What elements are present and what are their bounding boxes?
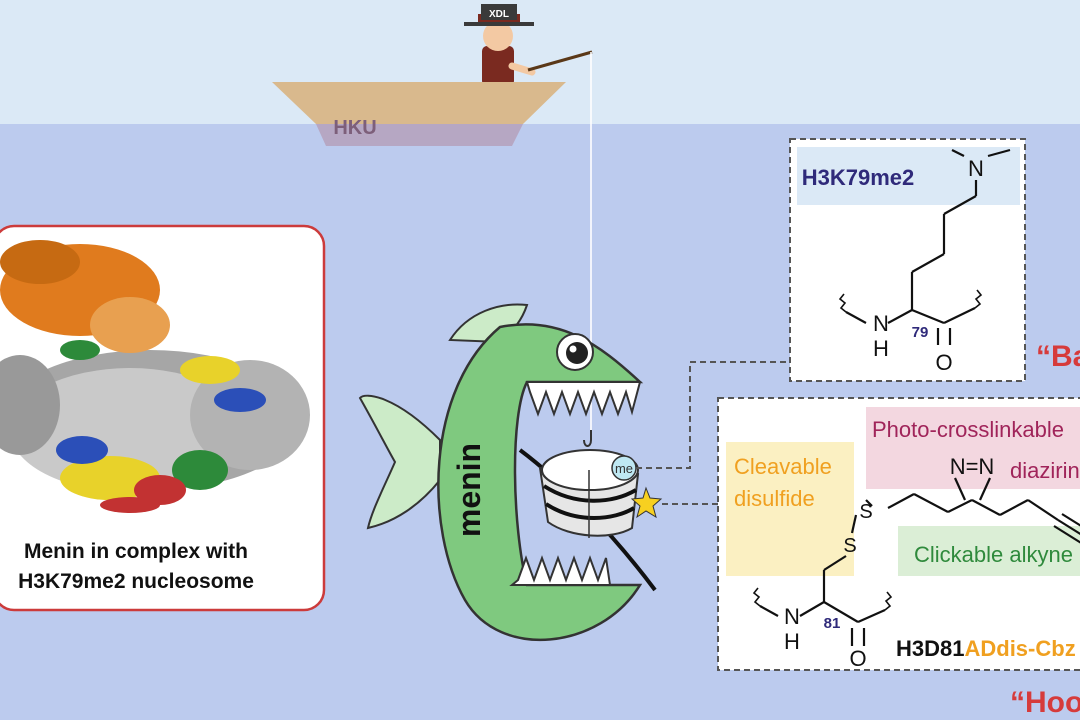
- bait-title: H3K79me2: [802, 165, 915, 190]
- bait-atom-h: H: [873, 336, 889, 361]
- photo-label-line1: Photo-crosslinkable: [872, 417, 1064, 442]
- cryo-em-density-image: [0, 240, 310, 513]
- cleavable-label-line2: disulfide: [734, 486, 815, 511]
- hook-atom-n-backbone: N: [784, 604, 800, 629]
- cleavable-label-line1: Cleavable: [734, 454, 832, 479]
- click-highlight: [898, 526, 1080, 576]
- cleavable-highlight: [726, 442, 854, 576]
- hook-molecule-bonds: [752, 477, 1080, 646]
- probe-name-prefix: H3D81: [896, 636, 964, 661]
- photo-label-line2: diazirine: [1010, 458, 1080, 483]
- photo-highlight: [866, 407, 1080, 489]
- fish-label: menin: [451, 443, 487, 537]
- bait-atom-n-dimethyl: N: [968, 156, 984, 181]
- nucleosome-icon: [538, 449, 663, 538]
- bait-title-background: [797, 147, 1020, 205]
- probe-name: H3D81ADdis-Cbz: [896, 636, 1076, 661]
- methyl-mark-label: me: [615, 461, 633, 476]
- bait-residue-number: 79: [912, 324, 929, 341]
- probe-name-suffix: ADdis-Cbz: [964, 636, 1075, 661]
- fish-icon: [358, 303, 644, 642]
- bait-molecule-bonds: [838, 148, 1011, 345]
- boat-label: HKU: [333, 117, 376, 139]
- diazirine-atoms: N=N: [950, 454, 995, 479]
- fisherman-icon: [464, 4, 593, 86]
- bait-side-label: “Bait”: [1036, 340, 1080, 373]
- bait-atom-n-backbone: N: [873, 311, 889, 336]
- hook-atom-s2: S: [843, 535, 856, 557]
- hook-atom-o: O: [849, 646, 866, 671]
- structure-caption-line1: Menin in complex with: [24, 540, 248, 563]
- hook-atom-h: H: [784, 629, 800, 654]
- hook-atom-s1: S: [859, 501, 872, 523]
- bait-atom-o: O: [935, 350, 952, 375]
- hook-residue-number: 81: [824, 615, 841, 632]
- boat-icon: [272, 82, 566, 146]
- structure-caption-line2: H3K79me2 nucleosome: [18, 570, 254, 593]
- hook-side-label: “Hook”: [1010, 686, 1080, 719]
- click-label: Clickable alkyne: [914, 542, 1073, 567]
- bait-connector: [636, 361, 790, 469]
- hat-label: XDL: [489, 9, 509, 20]
- hook-icon: [583, 430, 592, 447]
